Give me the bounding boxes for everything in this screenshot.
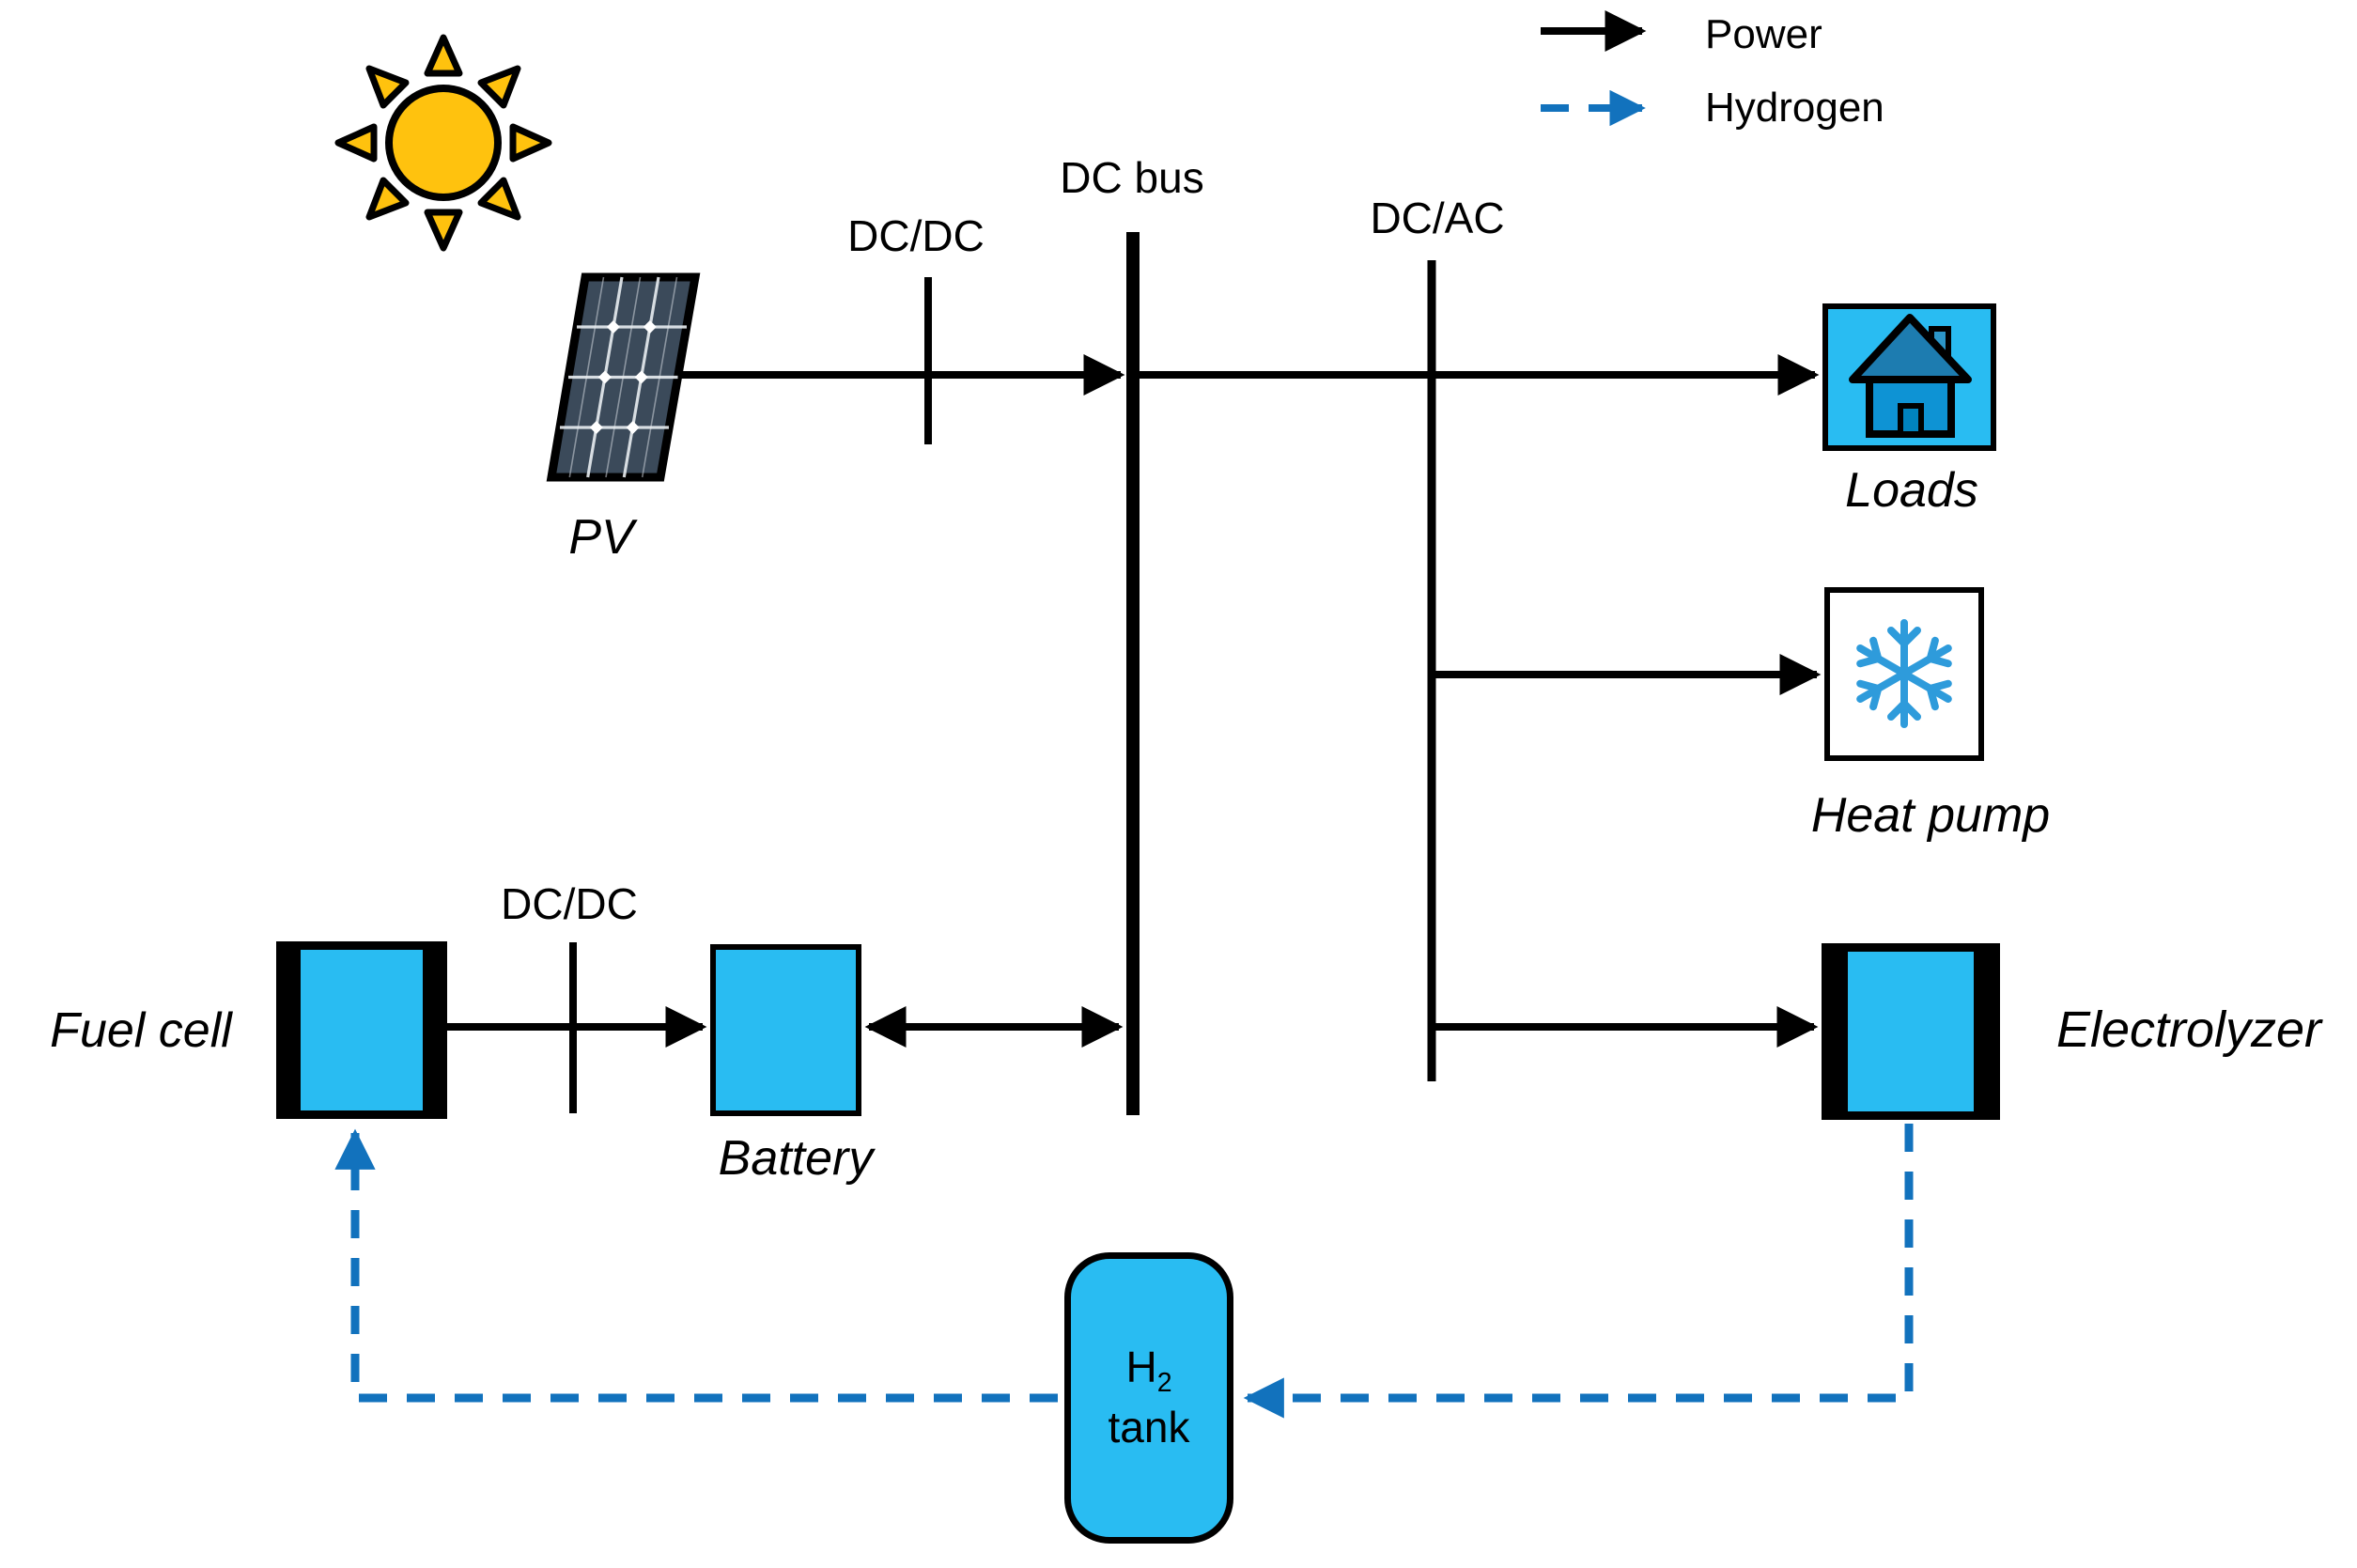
h2-tank: H2 tank	[1064, 1252, 1233, 1544]
electrolyzer-box	[1822, 943, 2000, 1120]
pv-label: PV	[568, 510, 634, 565]
legend-power-label: Power	[1705, 11, 1822, 57]
dcac-label: DC/AC	[1370, 194, 1505, 242]
heat-pump-label: Heat pump	[1810, 788, 2051, 843]
dc-bus-label: DC bus	[1060, 153, 1204, 202]
loads-label: Loads	[1845, 463, 1978, 518]
loads-box	[1822, 303, 1996, 451]
heat-pump-box	[1824, 587, 1984, 761]
dcdc-battery-label: DC/DC	[501, 879, 638, 928]
fuel-cell-label: Fuel cell	[50, 1003, 232, 1058]
electrolyzer-label: Electrolyzer	[2055, 1001, 2322, 1058]
tank-to-fuel-cell-hydrogen-line	[334, 1128, 1058, 1403]
dcdc-pv-label: DC/DC	[847, 211, 985, 260]
legend-hydrogen-label: Hydrogen	[1705, 85, 1884, 131]
electrolyzer-to-tank-hydrogen-line	[1243, 1124, 1914, 1419]
fuel-cell-cell	[301, 950, 423, 1110]
sun-icon	[334, 34, 552, 252]
fuel-cell-box	[276, 941, 447, 1119]
h2-tank-label-line2: tank	[1108, 1403, 1190, 1452]
solar-panel-icon	[546, 272, 701, 482]
h2-tank-label-line1: H2	[1125, 1343, 1172, 1399]
battery-label: Battery	[718, 1131, 874, 1186]
battery-box	[710, 944, 861, 1116]
electrolyzer-cell	[1848, 952, 1974, 1111]
